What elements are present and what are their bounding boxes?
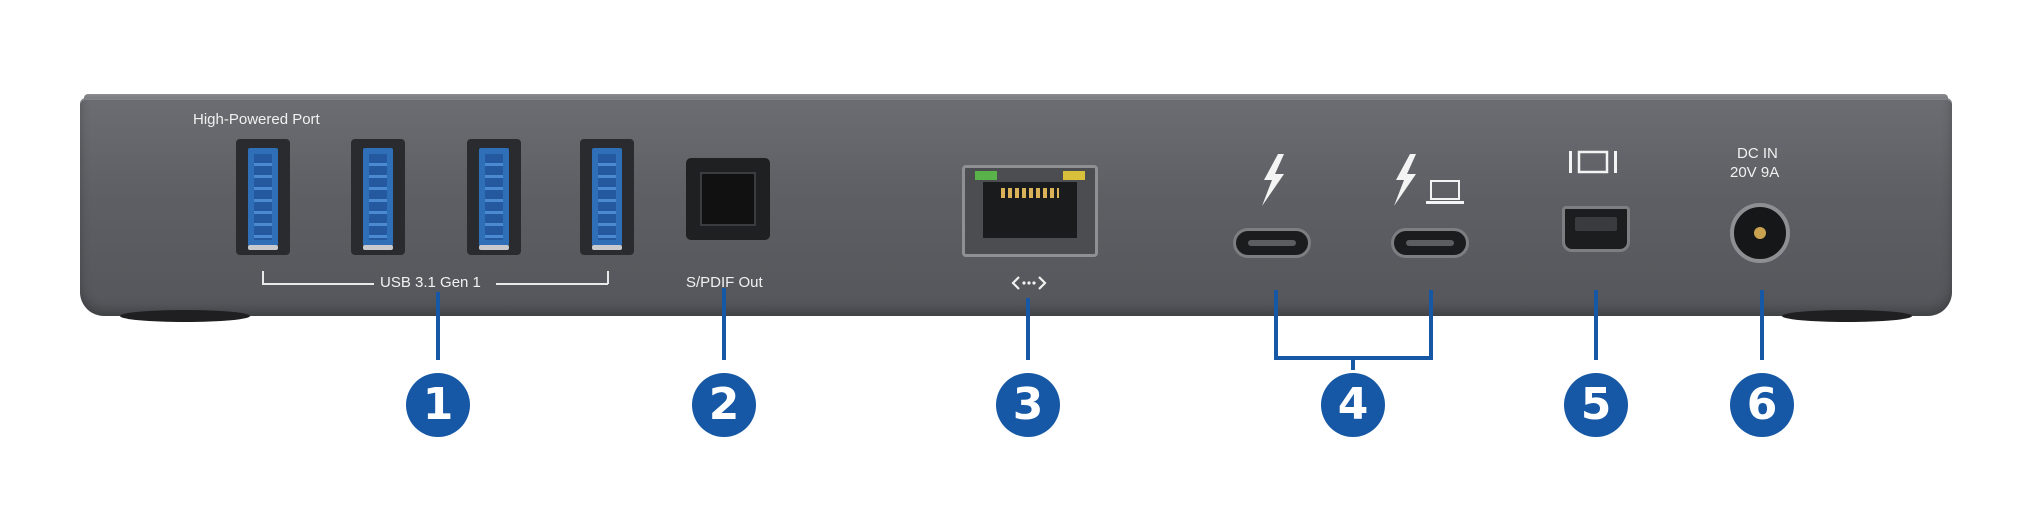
callout-line-2 [722,288,726,360]
callout-badge-2: 2 [692,373,756,437]
callout-badge-4: 4 [1321,373,1385,437]
thunderbolt-port-2 [1391,228,1469,258]
usb-bracket-right-line [496,283,608,285]
spdif-optical-port [686,158,770,240]
callout-line-6 [1760,290,1764,360]
high-powered-port-label: High-Powered Port [193,111,320,128]
usb-bracket-left-line [262,283,374,285]
mini-displayport-port [1562,206,1630,252]
usb-group-label: USB 3.1 Gen 1 [380,274,481,291]
ethernet-arrows-icon [1011,276,1047,290]
callout-line-4a [1274,290,1278,360]
ethernet-port [962,165,1098,257]
usb-bracket-right-tick [607,271,609,284]
callout-line-3 [1026,298,1030,360]
usb-port-3 [467,139,521,255]
dc-in-port [1730,203,1790,263]
thunderbolt-icon [1394,154,1416,206]
usb-bracket-left-tick [262,271,264,284]
laptop-icon [1426,180,1464,204]
callout-badge-3: 3 [996,373,1060,437]
usb-port-1 [236,139,290,255]
callout-badge-5: 5 [1564,373,1628,437]
mini-displayport-icon [1569,150,1617,174]
usb-port-2 [351,139,405,255]
callout-badge-1: 1 [406,373,470,437]
spdif-label: S/PDIF Out [686,274,763,291]
callout-line-4b [1429,290,1433,360]
callout-badge-6: 6 [1730,373,1794,437]
thunderbolt-port-1 [1233,228,1311,258]
usb-port-4 [580,139,634,255]
callout-line-5 [1594,290,1598,360]
dc-in-rating-label: 20V 9A [1730,164,1780,181]
callout-line-1 [436,292,440,360]
dock-foot-left [120,310,250,322]
dc-in-label: DC IN [1737,145,1778,162]
dock-foot-right [1782,310,1912,322]
thunderbolt-icon [1262,154,1284,206]
callout-line-4 [1351,356,1355,370]
